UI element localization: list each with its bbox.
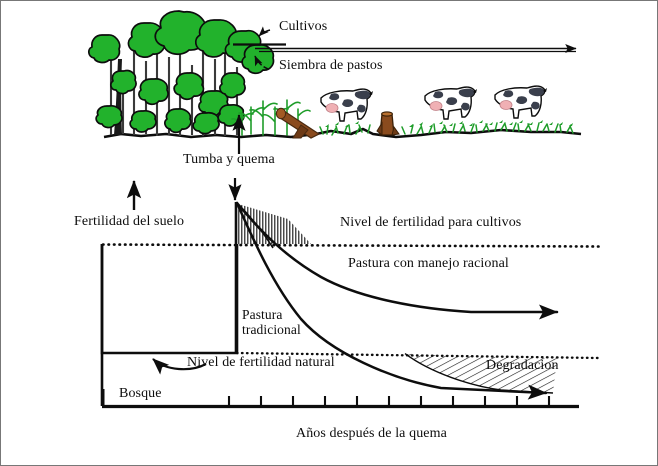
label-fertilidad-del-suelo: Fertilidad del suelo [74,214,185,229]
label-pastura-manejo-racional: Pastura con manejo racional [348,256,509,271]
bosque-box [100,244,239,355]
label-tumba-y-quema: Tumba y quema [183,152,275,167]
nivel-cultivos-dotted [101,243,603,248]
tree-stump [376,111,400,137]
label-bosque: Bosque [119,386,162,401]
top-scene [88,10,582,154]
fallen-log [275,107,321,139]
cultivos-leader [258,26,271,37]
grazing-cow-2 [424,86,477,120]
label-anios-despues-de-la-quema: Años después de la quema [296,426,447,441]
pastura-tradicional-curve [235,201,548,400]
label-degradacion: Degradacion [486,358,559,373]
label-siembra-de-pastos: Siembra de pastos [279,58,383,73]
grass-leaf-specks [325,120,573,127]
label-pastura-tradicional-line2: tradicional [242,322,301,337]
degradation-wedge-outline [404,353,554,394]
degradation-wedge [405,353,557,393]
label-nivel-fertilidad-natural: Nivel de fertilidad natural [187,355,335,370]
x-axis-ticks [227,396,551,406]
ground-line [103,127,582,139]
grazing-cow-1 [320,88,373,122]
post-burn-fertility-spike [235,203,311,244]
label-cultivos: Cultivos [279,19,328,34]
label-nivel-fertilidad-cultivos: Nivel de fertilidad para cultivos [340,215,522,230]
label-pastura-tradicional-line1: Pastura [242,307,283,322]
nivel-natural-leader [152,358,207,375]
forest-canopy [88,10,275,135]
pasture-grass [319,122,574,136]
grazing-cow-3 [494,85,547,119]
pastura-racional-curve [235,201,559,320]
siembra-leader [254,55,269,70]
